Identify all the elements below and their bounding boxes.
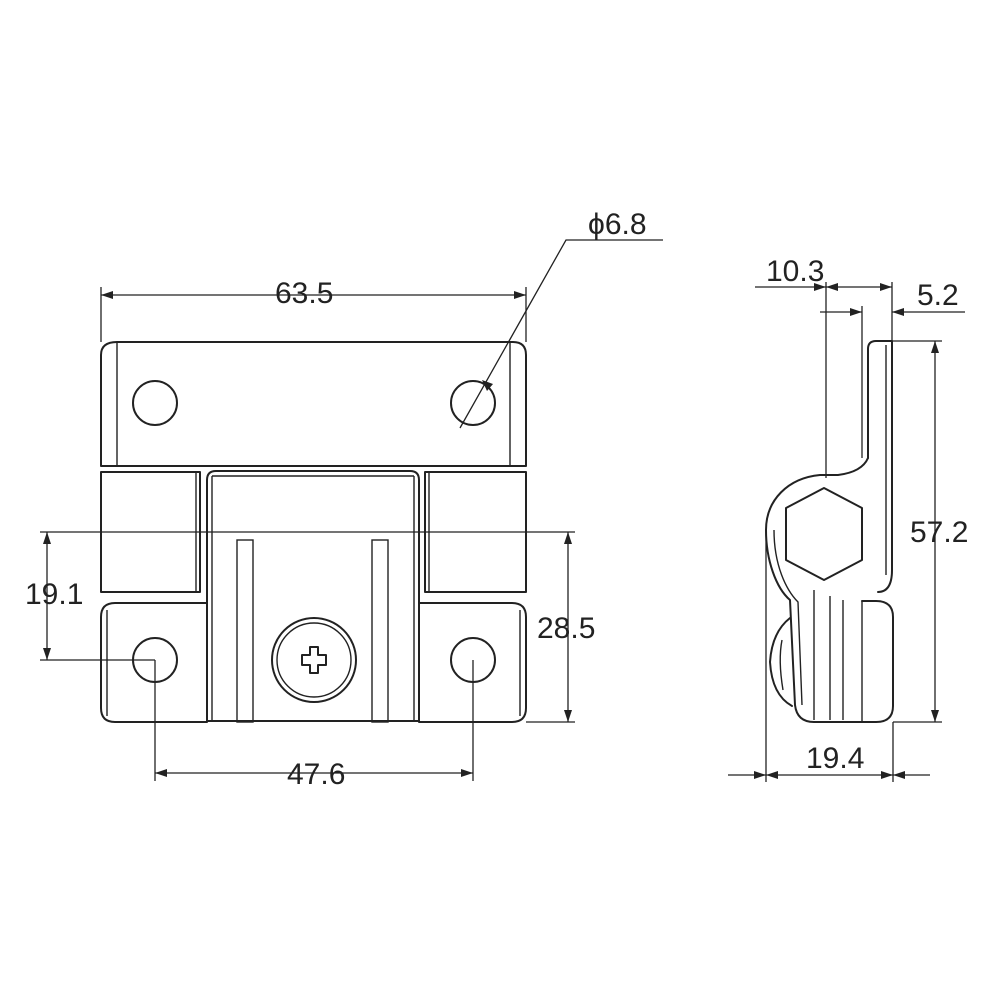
upper-leaf-outline: [100, 341, 527, 467]
label-hole-diameter: ϕ6.8: [588, 208, 647, 241]
side-dimensions: [728, 282, 965, 782]
label-hole-diameter-value: 6.8: [605, 208, 647, 241]
label-overall-height: 57.2: [910, 516, 968, 549]
front-dimensions: [40, 239, 663, 781]
lower-leaf-right: [418, 602, 527, 723]
front-view: [100, 341, 527, 723]
hex-head-icon: [785, 487, 863, 581]
upper-left-hole: [132, 380, 178, 426]
label-hole-spacing: 47.6: [287, 758, 345, 791]
side-knuckle-inner: [773, 529, 803, 706]
side-leaf-outline: [867, 340, 893, 593]
label-overall-width: 63.5: [275, 277, 333, 310]
label-lower-leaf-hole-height: 19.1: [25, 578, 83, 611]
phillips-cross-icon: [301, 646, 327, 674]
lower-leaf-inner-edge: [106, 610, 521, 716]
label-side-thickness: 5.2: [917, 279, 959, 312]
barrel-inner-edge: [211, 475, 415, 721]
upper-leaf-inner-edge: [116, 342, 511, 466]
label-lower-leaf-height: 28.5: [537, 612, 595, 645]
screw-head-outer: [271, 617, 357, 703]
side-knuckle-body: [765, 457, 894, 723]
diameter-symbol-icon: ϕ: [588, 208, 605, 241]
lower-leaf-left: [100, 602, 208, 723]
screw-head-inner: [276, 622, 352, 698]
dimension-labels: 63.5 ϕ6.8 19.1 28.5 47.6 10.3 5.2 57.2 1…: [25, 208, 968, 791]
side-view: [765, 340, 894, 723]
upper-right-hole: [450, 380, 496, 426]
side-screw-profile: [769, 617, 793, 707]
right-slot: [371, 539, 389, 723]
left-slot: [236, 539, 254, 723]
side-screw-detail: [779, 639, 784, 691]
label-overall-depth: 19.4: [806, 742, 864, 775]
side-plate-lines: [813, 590, 863, 722]
center-barrel: [206, 470, 420, 722]
label-side-offset: 10.3: [766, 255, 824, 288]
